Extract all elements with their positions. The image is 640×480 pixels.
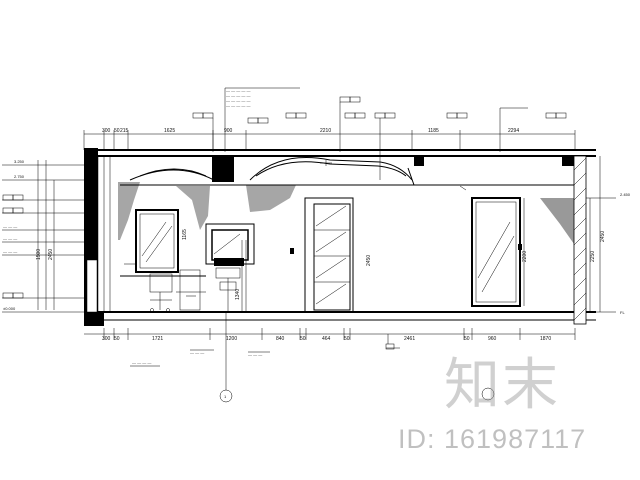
left-levels: 3.250 2.750 — — — — — — — — — ±0.000 — [2, 159, 84, 313]
desk-area — [120, 263, 206, 312]
ceiling-details — [129, 157, 467, 191]
top-dim-4: 1625 — [164, 128, 175, 134]
vdim-left-2: 2450 — [48, 249, 54, 260]
top-dim-2: 50 — [114, 128, 120, 134]
top-dim-3: 215 — [120, 128, 129, 134]
bottom-dim-11: 960 — [488, 336, 497, 342]
bottom-dim-1: 300 — [102, 336, 111, 342]
axis-label: 1 — [224, 394, 227, 399]
svg-text:— — —: — — — — [248, 352, 262, 357]
bottom-dim-4: 1200 — [226, 336, 237, 342]
glass-door — [290, 197, 354, 313]
bottom-dim-12: 1870 — [540, 336, 551, 342]
svg-text:— — — — —: — — — — — — [226, 88, 250, 93]
bottom-dim-2: 50 — [114, 336, 120, 342]
vdim-right-1: 2250 — [590, 251, 596, 262]
room-section — [84, 148, 596, 326]
bottom-dim-9: 2461 — [404, 336, 415, 342]
bottom-dim-10: 50 — [464, 336, 470, 342]
bottom-dim-7: 464 — [322, 336, 331, 342]
bottom-tags: — — — — — — — — — — — [130, 334, 400, 367]
vdim-left-1: 1500 — [36, 249, 42, 260]
svg-text:— — — —: — — — — — [132, 360, 151, 365]
bottom-dim-6: 50 — [300, 336, 306, 342]
right-levels: 2.450 FL 2250 2450 — [586, 156, 631, 315]
top-dim-5: 900 — [224, 128, 233, 134]
top-dim-1: 300 — [102, 128, 111, 134]
vdim-int-2: 1340 — [235, 289, 241, 300]
level-label-3: ±0.000 — [3, 306, 16, 311]
tv-cabinet — [205, 223, 255, 312]
svg-text:— — —: — — — — [190, 350, 204, 355]
top-dim-8: 2294 — [508, 128, 519, 134]
svg-text:— — —: — — — — [3, 249, 17, 254]
level-right-1: 2.450 — [620, 192, 631, 197]
left-vertical-dims: 1500 2450 — [36, 249, 54, 260]
top-dim-7: 1185 — [428, 128, 439, 134]
vdim-right-2: 2450 — [600, 231, 606, 242]
top-dim-6: 2210 — [320, 128, 331, 134]
vdim-int-1: 1165 — [182, 229, 188, 240]
wall-finishes — [118, 182, 574, 244]
bottom-dim-5: 840 — [276, 336, 285, 342]
level-label-2: 2.750 — [14, 174, 25, 179]
vdim-int-3: 2450 — [366, 255, 372, 266]
svg-text:— — —: — — — — [3, 236, 17, 241]
svg-text:— — — — —: — — — — — — [226, 98, 250, 103]
watermark-logo: 知末 — [444, 353, 560, 418]
top-tags: — — — — — — — — — — — — — — — — — — — — — [192, 87, 567, 180]
mirror-door-right — [471, 197, 525, 307]
bottom-dim-3: 1721 — [152, 336, 163, 342]
mirror-panel-left — [135, 209, 179, 273]
interior-vertical-dims: 1165 1340 2450 2200 — [182, 229, 528, 300]
vdim-int-4: 2200 — [522, 251, 528, 262]
axis-bubble: 1 — [219, 312, 233, 403]
bottom-dim-8: 50 — [344, 336, 350, 342]
watermark-id: ID: 161987117 — [398, 424, 587, 454]
bottom-dimension-chain: 300 50 1721 1200 840 50 464 50 2461 50 9… — [84, 328, 576, 342]
axis-bubble-right — [481, 387, 495, 401]
level-label-1: 3.250 — [14, 159, 25, 164]
svg-text:— — —: — — — — [3, 224, 17, 229]
top-dimension-chain: 300 50 215 1625 900 2210 1185 2294 — [83, 128, 576, 150]
svg-text:— — — — —: — — — — — — [226, 103, 250, 108]
level-right-2: FL — [620, 310, 625, 315]
svg-text:— — — — —: — — — — — — [226, 93, 250, 98]
